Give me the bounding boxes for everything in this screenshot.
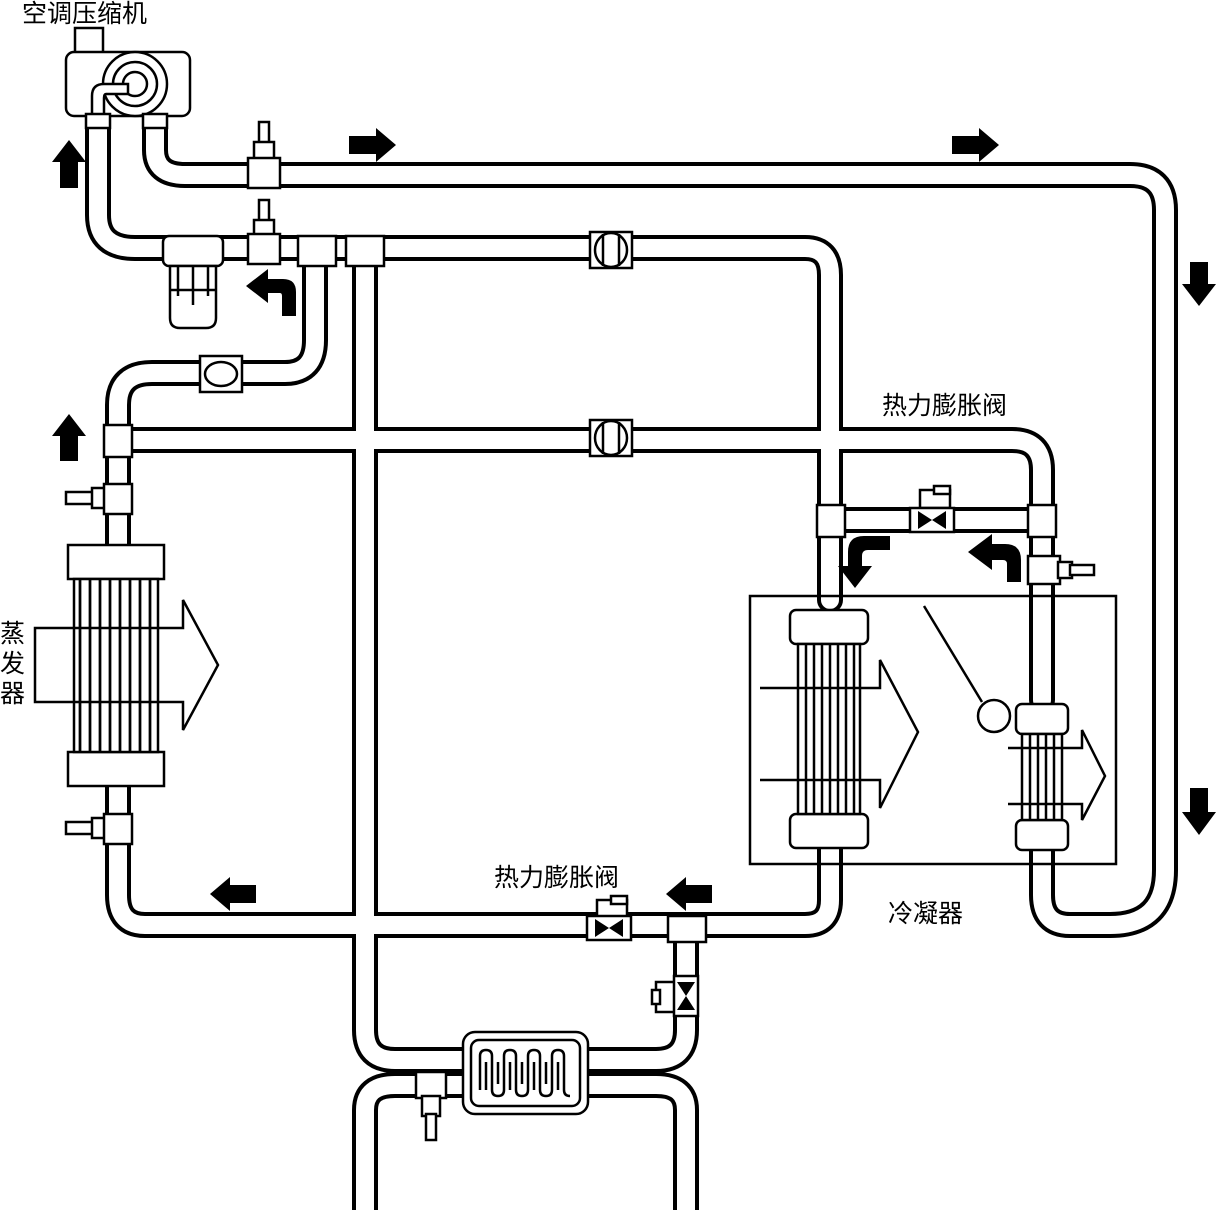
flow-arrow-left-1 (210, 877, 256, 911)
flow-arrow-right-2 (952, 128, 999, 162)
service-port-upper (64, 482, 134, 516)
evaporator (33, 543, 220, 788)
flow-arrow-turn-3 (968, 534, 1021, 582)
condenser-main-core (760, 608, 920, 850)
thermal-expansion-valve-upper (908, 484, 956, 534)
label-expansion-valve-upper: 热力膨胀阀 (882, 391, 1007, 420)
evaporator-tubes (78, 579, 152, 752)
flow-arrow-turn-1 (246, 269, 296, 316)
flow-arrow-turn-2 (838, 536, 890, 588)
sight-glass-return (198, 354, 244, 394)
temperature-sensor (922, 605, 1012, 734)
condenser-housing (748, 594, 1118, 866)
flow-arrow-down-1 (1182, 262, 1216, 306)
solenoid-valve (650, 974, 700, 1018)
pressure-switch-high (246, 120, 282, 190)
sight-glass-bypass (588, 418, 634, 458)
sight-glass-header (588, 230, 634, 270)
refrigerant-pipes (85, 105, 1178, 1210)
service-port-condenser (1026, 554, 1096, 586)
thermal-expansion-valve-lower (585, 894, 633, 942)
flow-arrow-right-1 (349, 128, 396, 162)
accumulator (161, 234, 225, 330)
flow-arrow-up-1 (52, 140, 86, 188)
ac-compressor (64, 26, 192, 130)
service-port-heat-exchanger (414, 1070, 448, 1142)
label-expansion-valve-lower: 热力膨胀阀 (494, 863, 619, 892)
pipe-tees (102, 234, 1058, 944)
label-compressor: 空调压缩机 (22, 0, 147, 28)
plate-heat-exchanger (461, 1030, 590, 1116)
flow-arrow-up-2 (52, 414, 86, 461)
label-condenser: 冷凝器 (888, 899, 963, 928)
flow-arrow-down-2 (1182, 788, 1216, 835)
service-port-lower (64, 812, 134, 846)
flow-arrow-left-2 (666, 877, 712, 911)
pressure-switch-low (246, 198, 282, 266)
condenser-sub-core (1008, 702, 1107, 852)
label-evaporator: 蒸 发 器 (0, 619, 33, 708)
